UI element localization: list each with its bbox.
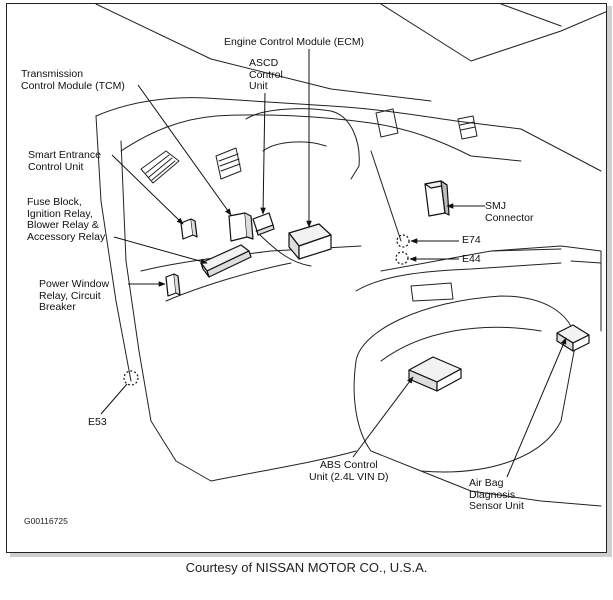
floor-line-2 xyxy=(420,470,602,507)
e53-connector-icon xyxy=(123,370,139,386)
leader-abs xyxy=(352,376,414,458)
label-power-window-relay: Power Window Relay, Circuit Breaker xyxy=(39,278,110,313)
instrument-hood xyxy=(245,108,360,180)
lower-dash-2 xyxy=(165,262,292,302)
label-smj-connector: SMJ Connector xyxy=(485,200,534,224)
seat-back-2 xyxy=(570,260,602,264)
door-edge xyxy=(95,115,132,382)
steering-column xyxy=(255,230,312,267)
leader-smart-entrance xyxy=(111,154,184,225)
frame-shadow-right xyxy=(607,6,612,556)
label-fuse-block: Fuse Block, Ignition Relay, Blower Relay… xyxy=(27,196,106,243)
shifter-base xyxy=(410,282,454,302)
credit-line: Courtesy of NISSAN MOTOR CO., U.S.A. xyxy=(185,560,428,575)
leader-ascd xyxy=(260,92,266,215)
e44-connector-icon xyxy=(395,251,409,265)
label-e74: E74 xyxy=(462,234,481,246)
label-ecm: Engine Control Module (ECM) xyxy=(224,36,365,48)
dash-top xyxy=(95,97,522,130)
label-e44: E44 xyxy=(462,253,481,265)
instrument-cluster xyxy=(262,141,327,152)
label-ascd-control-unit: ASCD Control Unit xyxy=(249,57,283,92)
pillar-line xyxy=(380,4,606,62)
leader-lines xyxy=(100,49,567,478)
kick-panel xyxy=(120,140,212,482)
right-vent-graphic xyxy=(375,108,478,140)
floor-line xyxy=(210,450,357,482)
figure-code: G00116725 xyxy=(24,516,68,526)
diagram-frame: Engine Control Module (ECM) ASCD Control… xyxy=(6,3,607,553)
ecm-box-icon xyxy=(288,223,332,260)
label-airbag-sensor-unit: Air Bag Diagnosis Sensor Unit xyxy=(469,477,524,512)
abs-control-unit-icon xyxy=(408,356,462,392)
right-dash-edge xyxy=(520,128,602,172)
console-side xyxy=(355,262,562,292)
ascd-unit-icon xyxy=(252,212,275,236)
center-vent-graphic xyxy=(215,147,242,180)
left-vent-graphic xyxy=(140,150,180,184)
label-abs-control-unit: ABS Control Unit (2.4L VIN D) xyxy=(309,459,389,483)
center-stack xyxy=(370,150,402,242)
frame-shadow-bottom xyxy=(10,553,612,557)
seat-back xyxy=(490,245,602,332)
e74-connector-icon xyxy=(396,234,410,248)
smart-entrance-unit-icon xyxy=(180,218,198,240)
dashboard-line-drawing xyxy=(95,4,606,507)
tcm-box-icon xyxy=(228,212,254,242)
fuse-block-icon xyxy=(200,244,252,278)
roof-line xyxy=(500,4,562,27)
leader-tcm xyxy=(137,84,232,216)
label-smart-entrance: Smart Entrance Control Unit xyxy=(28,149,101,173)
leader-fuse-block xyxy=(113,236,208,265)
leader-e53 xyxy=(100,383,128,415)
seat-seam xyxy=(380,326,542,362)
windshield-line xyxy=(95,4,432,102)
leader-airbag xyxy=(506,337,567,478)
dash-upper xyxy=(120,114,522,162)
components-layer xyxy=(123,180,590,392)
power-window-relay-icon xyxy=(165,273,181,297)
label-tcm: Transmission Control Module (TCM) xyxy=(21,68,125,92)
label-e53: E53 xyxy=(88,416,107,428)
